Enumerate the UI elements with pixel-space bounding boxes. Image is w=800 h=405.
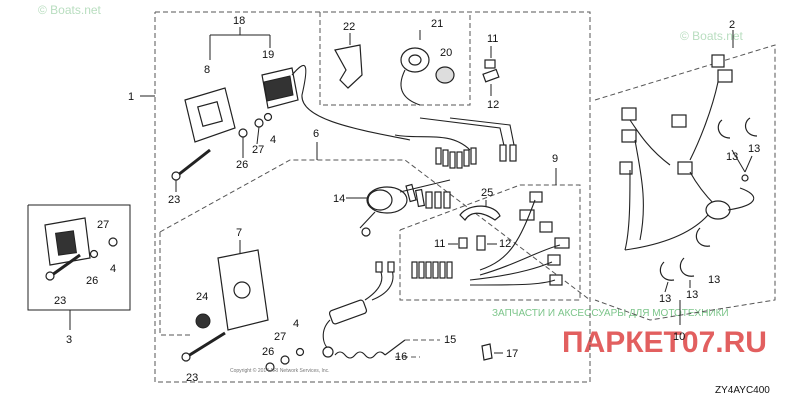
connector-fan-14 bbox=[405, 183, 451, 209]
watermark-right: © Boats.net bbox=[680, 29, 744, 43]
callout-17: 17 bbox=[506, 348, 518, 360]
diagram-code: ZY4AYC400 bbox=[715, 385, 770, 396]
callout-20: 20 bbox=[440, 47, 452, 59]
callout-12a: 12 bbox=[487, 99, 499, 111]
callout-15: 15 bbox=[444, 334, 456, 346]
callout-1: 1 bbox=[128, 91, 134, 103]
callout-23a: 23 bbox=[168, 194, 180, 206]
key-icon bbox=[361, 227, 371, 237]
bracket-22 bbox=[334, 44, 363, 89]
callout-4a: 4 bbox=[270, 134, 276, 146]
callout-21: 21 bbox=[431, 18, 443, 30]
coil-cord-16 bbox=[334, 351, 386, 359]
frame-group-3 bbox=[27, 204, 131, 311]
frame-group-1 bbox=[154, 11, 591, 383]
callout-13e: 13 bbox=[686, 289, 698, 301]
callout-27c: 27 bbox=[274, 331, 286, 343]
buzzer-cap-20 bbox=[435, 66, 455, 84]
callout-8: 8 bbox=[204, 64, 210, 76]
cable-19 bbox=[291, 64, 411, 141]
callout-26a: 26 bbox=[236, 159, 248, 171]
callout-13b: 13 bbox=[748, 143, 760, 155]
stop-switch-16 bbox=[328, 299, 368, 325]
callout-3: 3 bbox=[66, 334, 72, 346]
callout-4c: 4 bbox=[293, 318, 299, 330]
callout-13a: 13 bbox=[726, 151, 738, 163]
wire-harness-9 bbox=[469, 191, 570, 286]
watermark-ru-title: ЗАПЧАСТИ И АКСЕССУАРЫ ДЛЯ МОТОТЕХНИКИ bbox=[492, 308, 729, 319]
callout-25: 25 bbox=[481, 187, 493, 199]
callout-6: 6 bbox=[313, 128, 319, 140]
callout-27b: 27 bbox=[97, 219, 109, 231]
clamp-13b bbox=[744, 117, 758, 137]
callout-4b: 4 bbox=[110, 263, 116, 275]
copyright-note: Copyright © 2014 ARI Network Services, I… bbox=[230, 367, 330, 374]
callout-13c: 13 bbox=[708, 274, 720, 286]
callout-11a: 11 bbox=[487, 33, 498, 45]
pin-12a bbox=[482, 68, 500, 83]
callout-2: 2 bbox=[729, 19, 735, 31]
clip-25 bbox=[459, 205, 501, 221]
connector-fan-21 bbox=[435, 147, 477, 169]
callout-26b: 26 bbox=[86, 275, 98, 287]
wire-harness-2 bbox=[619, 54, 755, 251]
clip-17 bbox=[481, 343, 493, 361]
pin-11b bbox=[458, 237, 468, 249]
callout-19: 19 bbox=[262, 49, 274, 61]
watermark-ru-brand: ПАРКЕТ07.RU bbox=[562, 326, 767, 359]
pin-12b bbox=[476, 235, 486, 251]
callout-16: 16 bbox=[395, 351, 407, 363]
callout-22: 22 bbox=[343, 21, 355, 33]
frame-group-21 bbox=[319, 12, 471, 106]
callout-7: 7 bbox=[236, 227, 242, 239]
frame-group-6-left bbox=[159, 232, 190, 336]
clamp-13d bbox=[679, 257, 695, 277]
callout-23c: 23 bbox=[186, 372, 198, 384]
callout-27a: 27 bbox=[252, 144, 264, 156]
frame-group-6 bbox=[159, 159, 591, 301]
callout-23b: 23 bbox=[54, 295, 66, 307]
watermark-top-left: © Boats.net bbox=[38, 3, 102, 17]
callout-11b: 11 bbox=[434, 238, 445, 250]
callout-18: 18 bbox=[233, 15, 245, 27]
clamp-13a bbox=[717, 119, 731, 139]
nut-24 bbox=[195, 313, 211, 329]
callout-13d: 13 bbox=[659, 293, 671, 305]
connector-fan-9 bbox=[411, 261, 453, 279]
callout-26c: 26 bbox=[262, 346, 274, 358]
clamp-13c bbox=[659, 261, 675, 281]
callout-12b: 12 bbox=[499, 238, 511, 250]
frame-group-2 bbox=[594, 44, 776, 321]
callout-24: 24 bbox=[196, 291, 208, 303]
callout-9: 9 bbox=[552, 153, 558, 165]
frame-group-9 bbox=[399, 184, 581, 301]
callout-10: 10 bbox=[673, 331, 685, 343]
pin-11a bbox=[484, 59, 496, 69]
callout-14: 14 bbox=[333, 193, 345, 205]
